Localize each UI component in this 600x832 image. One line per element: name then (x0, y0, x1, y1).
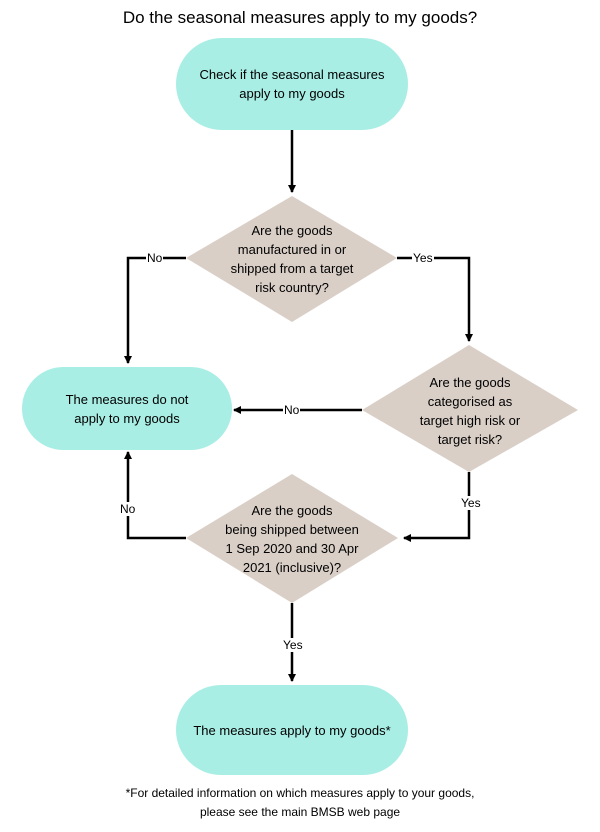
start-line-2: apply to my goods (239, 86, 345, 101)
q2-line-4: target risk? (437, 432, 503, 447)
q3-line-3: 1 Sep 2020 and 30 Apr (225, 541, 359, 556)
start-terminal: Check if the seasonal measures apply to … (176, 38, 408, 130)
start-line-1: Check if the seasonal measures (199, 67, 385, 82)
edge-label-q3-yes: Yes (282, 638, 304, 652)
decision-diamond-target-country (186, 196, 397, 322)
footnote: *For detailed information on which measu… (0, 784, 600, 822)
edge-q1-yes (397, 256, 473, 342)
footnote-line-2: please see the main BMSB web page (199, 805, 401, 819)
q3-line-2: being shipped between (225, 522, 359, 537)
apply-terminal: The measures apply to my goods* (176, 685, 408, 775)
edge-label-q3-no: No (119, 502, 137, 516)
q2-line-3: target high risk or (419, 413, 521, 428)
q2-text: Are the goods categorised as target high… (372, 373, 568, 449)
edge-label-q1-no: No (146, 251, 164, 265)
not-apply-line-2: apply to my goods (74, 410, 180, 426)
decision-diamond-risk-category (362, 345, 578, 472)
q1-line-1: Are the goods (251, 223, 333, 238)
q1-line-2: manufactured in or (237, 242, 347, 257)
decision-diamond-shipping-dates (186, 474, 398, 603)
q1-text: Are the goods manufactured in or shipped… (196, 221, 388, 297)
edge-label-q2-yes: Yes (460, 496, 482, 510)
page-title: Do the seasonal measures apply to my goo… (122, 8, 478, 27)
not-apply-terminal: The measures do not apply to my goods (22, 367, 232, 450)
apply-label: The measures apply to my goods* (193, 722, 391, 738)
not-apply-line-1: The measures do not (65, 391, 189, 407)
edge-q1-no (124, 256, 186, 364)
edge-q2-yes (403, 472, 471, 542)
edge-label-q1-yes: Yes (412, 251, 434, 265)
q2-line-2: categorised as (427, 394, 513, 409)
q2-line-1: Are the goods (429, 375, 511, 390)
q3-text: Are the goods being shipped between 1 Se… (192, 501, 392, 577)
edge-q3-no (124, 451, 186, 540)
footnote-line-1: *For detailed information on which measu… (125, 786, 475, 800)
q1-line-4: risk country? (255, 280, 329, 295)
q1-line-3: shipped from a target (230, 261, 354, 276)
q3-line-4: 2021 (inclusive)? (242, 560, 342, 575)
q3-line-1: Are the goods (251, 503, 333, 518)
edge-label-q2-no: No (283, 403, 301, 417)
